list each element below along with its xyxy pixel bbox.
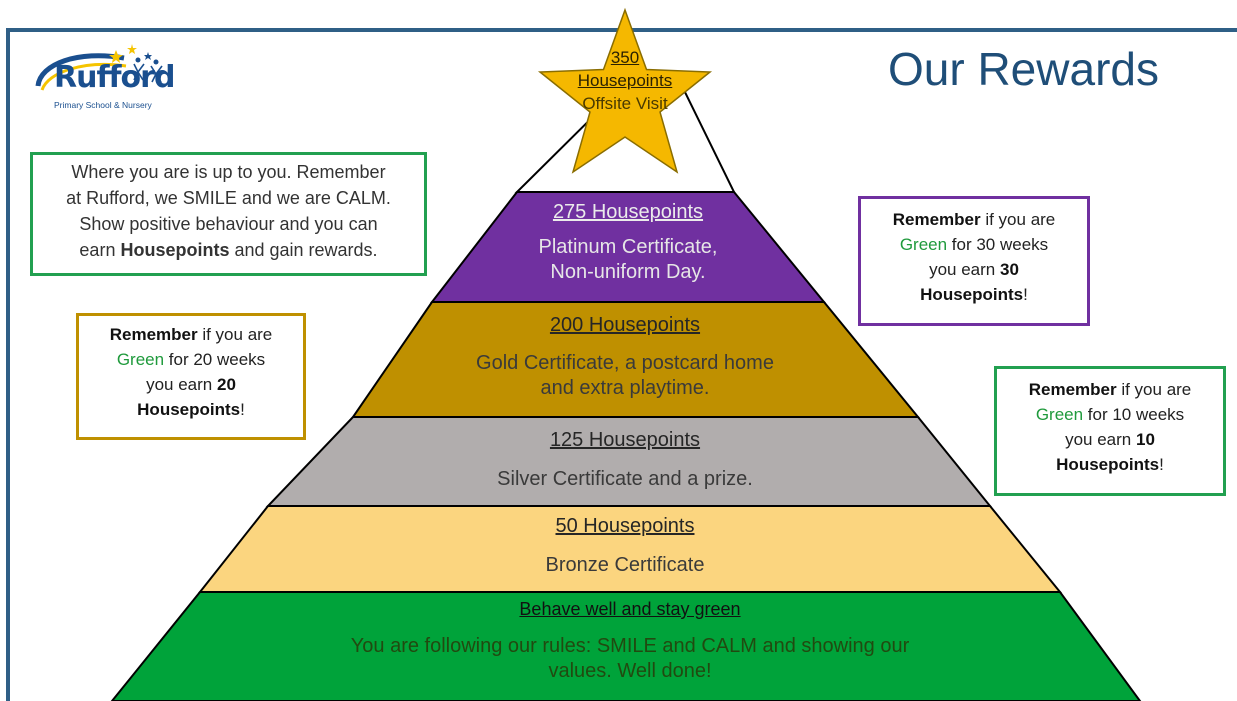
intro-line4-post: and gain rewards. [229,240,378,260]
school-logo: Rufford Primary School & Nursery [28,42,178,120]
tier-green: Behave well and stay green You are follo… [250,597,1010,684]
note-30-num: 30 [999,260,1019,279]
tier-50: 50 Housepoints Bronze Certificate [420,514,830,578]
note-10-t3: you earn [1065,430,1136,449]
tier-275-line1: Platinum Certificate, [538,236,718,258]
tier-50-line1: Bronze Certificate [545,554,705,576]
note-30-green: Green [899,235,948,254]
note-20-t1: if you are [197,325,273,344]
note-10-num: 10 [1135,430,1155,449]
tier-125-line1: Silver Certificate and a prize. [497,468,753,490]
note-30-t1: if you are [980,210,1056,229]
note-20-end: ! [240,400,245,419]
star-unit: Housepoints [577,71,673,90]
note-30-weeks: Remember if you are Green for 30 weeks y… [858,196,1090,326]
tier-200-line1: Gold Certificate, a postcard home [476,352,774,374]
note-30-t2: for 30 weeks [947,235,1049,254]
tier-125: 125 Housepoints Silver Certificate and a… [420,428,830,492]
tier-green-line2: values. Well done! [548,660,712,682]
note-10-end: ! [1159,455,1164,474]
note-20-green: Green [116,350,165,369]
star-number: 350 [610,48,640,67]
note-10-green: Green [1035,405,1084,424]
tier-green-shape [110,591,1142,701]
tier-green-line1: You are following our rules: SMILE and C… [350,635,910,657]
intro-line1: Where you are is up to you. Remember [71,162,386,182]
intro-line2: at Rufford, we SMILE and we are CALM. [66,188,391,208]
tier-green-heading: Behave well and stay green [519,599,741,619]
note-20-weeks: Remember if you are Green for 20 weeks y… [76,313,306,440]
note-30-word: Housepoints [920,285,1024,304]
intro-line3: Show positive behaviour and you can [79,214,378,234]
note-10-t2: for 10 weeks [1083,405,1185,424]
tier-200: 200 Housepoints Gold Certificate, a post… [420,313,830,401]
note-30-t3: you earn [929,260,1000,279]
tier-275-line2: Non-uniform Day. [550,261,706,283]
note-20-word: Housepoints [137,400,241,419]
tier-275-heading: 275 Housepoints [552,201,704,223]
intro-line4-bold: Housepoints [120,240,230,260]
star-label: 350 Housepoints Offsite Visit [560,46,690,115]
frame-left-border [6,28,10,701]
note-10-word: Housepoints [1056,455,1160,474]
tier-125-heading: 125 Housepoints [549,429,701,451]
logo-swoosh-icon [35,44,163,91]
intro-line4-pre: earn [79,240,121,260]
note-20-t2: for 20 weeks [164,350,266,369]
tier-50-heading: 50 Housepoints [555,515,695,537]
note-10-t1: if you are [1116,380,1192,399]
note-30-bold: Remember [892,210,981,229]
note-20-t3: you earn [146,375,217,394]
note-20-num: 20 [216,375,236,394]
tier-275: 275 Housepoints Platinum Certificate, No… [478,200,778,285]
intro-line4: earn Housepoints and gain rewards. [39,237,418,263]
page-title: Our Rewards [888,43,1159,95]
logo-name: Rufford [54,60,175,95]
note-10-weeks: Remember if you are Green for 10 weeks y… [994,366,1226,496]
star-icon [537,7,713,174]
note-30-end: ! [1023,285,1028,304]
note-20-bold: Remember [109,325,198,344]
logo-subtitle: Primary School & Nursery [54,100,152,110]
note-10-bold: Remember [1028,380,1117,399]
star-reward: Offsite Visit [582,94,668,113]
intro-box: Where you are is up to you. Remember at … [30,152,427,276]
tier-200-heading: 200 Housepoints [549,314,701,336]
tier-200-line2: and extra playtime. [540,377,710,399]
